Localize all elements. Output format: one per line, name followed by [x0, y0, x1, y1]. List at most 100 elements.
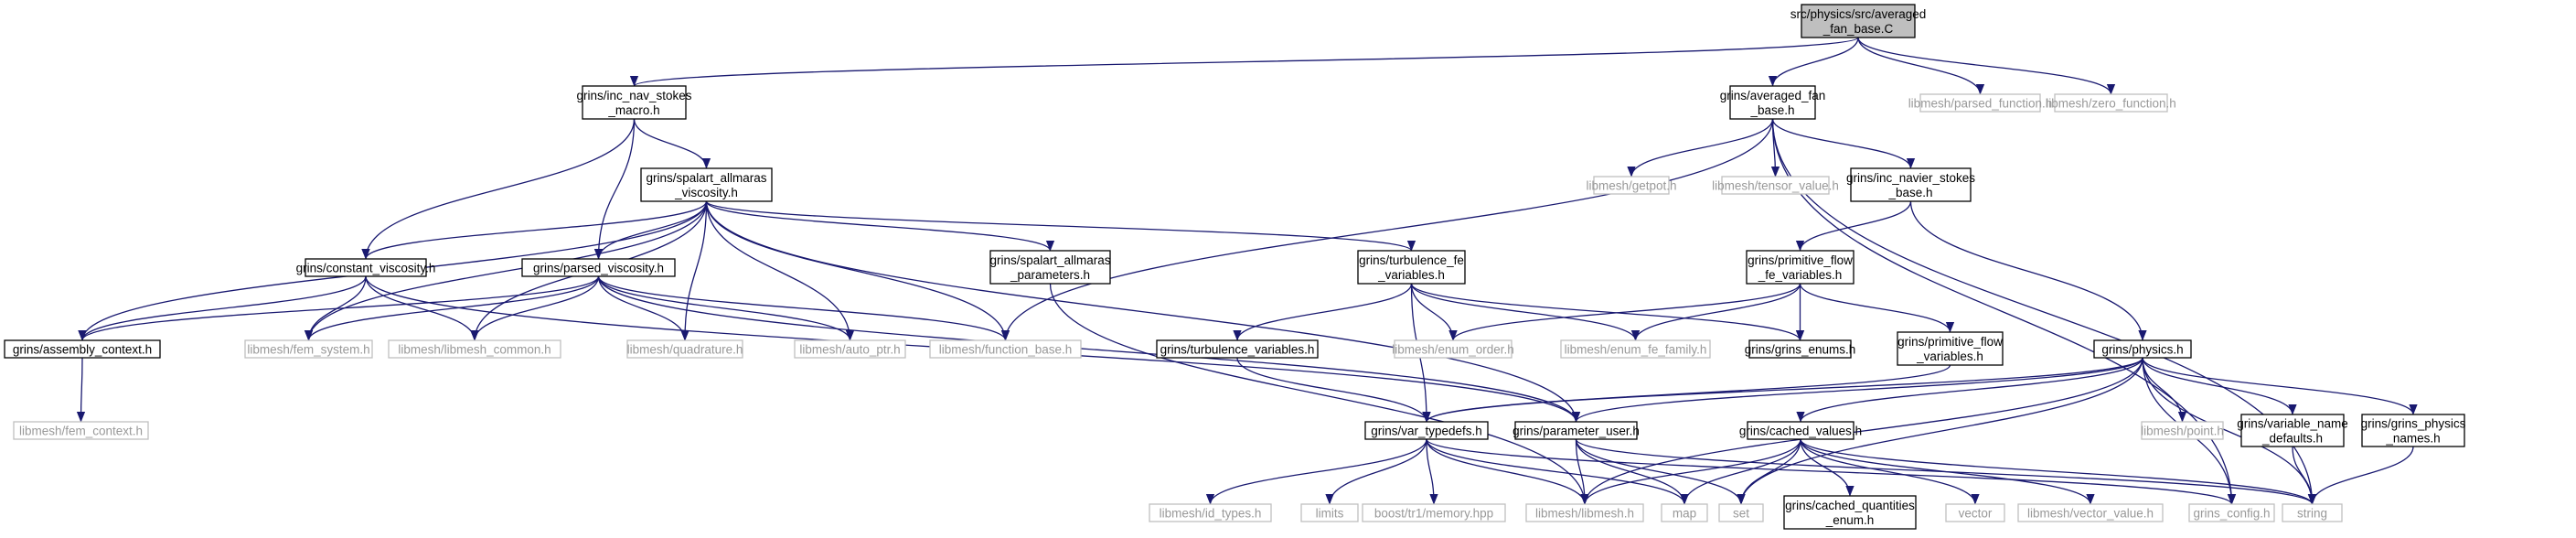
- edge-parsed_viscosity-to-auto_ptr: [597, 275, 855, 341]
- node-label: libmesh/id_types.h: [1160, 507, 1262, 521]
- node-parsed-viscosity[interactable]: grins/parsed_viscosity.h: [521, 258, 676, 277]
- edge-spalart_allmaras_parameters-to-libmesh: [1049, 283, 1589, 505]
- node-label: limits: [1316, 507, 1344, 521]
- edge-primitive_flow_fe_variables-to-primitive_flow_variables: [1799, 283, 1955, 333]
- edge-root-to-inc_nav_stokes_macro: [630, 37, 1859, 87]
- node-label: libmesh/libmesh_common.h: [398, 343, 550, 357]
- node-label: _enum.h: [1825, 513, 1875, 527]
- node-grins-enums[interactable]: grins/grins_enums.h: [1745, 339, 1856, 359]
- node-inc-navier-stokes-base[interactable]: grins/inc_navier_stokes_base.h: [1846, 167, 1975, 202]
- node-point: libmesh/point.h: [2141, 421, 2224, 440]
- edge-constant_viscosity-to-assembly_context: [78, 275, 367, 341]
- node-label: grins/primitive_flow: [1748, 253, 1853, 267]
- node-variable-name-defaults[interactable]: grins/variable_name_defaults.h: [2237, 414, 2348, 447]
- node-box: [989, 250, 1111, 285]
- edge-assembly_context-to-fem_context: [76, 357, 86, 423]
- node-box: [1560, 339, 1711, 359]
- node-label: grins/parameter_user.h: [1512, 425, 1640, 438]
- node-spalart-allmaras-viscosity[interactable]: grins/spalart_allmaras_viscosity.h: [640, 167, 773, 202]
- edge-cached_values-to-cached_quantities_enum: [1800, 438, 1855, 497]
- node-primitive-flow-variables[interactable]: grins/primitive_flow_variables.h: [1897, 331, 2004, 366]
- node-label: grins/spalart_allmaras: [646, 171, 766, 185]
- node-box: [4, 339, 161, 359]
- node-constant-viscosity[interactable]: grins/constant_viscosity.h: [296, 258, 436, 277]
- node-label: grins/grins_physics: [2361, 417, 2466, 431]
- node-box: [2141, 421, 2224, 440]
- node-box: [1801, 4, 1916, 38]
- node-physics[interactable]: grins/physics.h: [2093, 339, 2192, 359]
- edge-var_typedefs-to-memory_hpp: [1426, 438, 1438, 505]
- edge-turbulence_variables-to-var_typedefs: [1236, 357, 1431, 423]
- node-label: libmesh/enum_order.h: [1392, 343, 1514, 357]
- node-box: [1729, 85, 1816, 120]
- node-averaged-fan-base[interactable]: grins/averaged_fan_base.h: [1720, 85, 1826, 120]
- edge-parsed_viscosity-to-assembly_context: [78, 275, 600, 341]
- node-label: _base.h: [1749, 103, 1794, 117]
- node-layer: src/physics/src/averaged_fan_base.Cgrins…: [4, 4, 2466, 530]
- edge-spalart_allmaras_viscosity-to-parameter_user: [705, 200, 1581, 423]
- node-cached-quantities-enum[interactable]: grins/cached_quantities_enum.h: [1783, 495, 1917, 530]
- edge-turbulence_fe_variables-to-enum_fe_family: [1410, 283, 1641, 341]
- node-assembly-context[interactable]: grins/assembly_context.h: [4, 339, 161, 359]
- node-box: [1721, 176, 1830, 195]
- edge-inc_nav_stokes_macro-to-spalart_allmaras_viscosity: [633, 118, 711, 169]
- node-label: libmesh/vector_value.h: [2027, 507, 2154, 521]
- node-var-typedefs[interactable]: grins/var_typedefs.h: [1364, 421, 1489, 440]
- node-box: [2282, 503, 2343, 522]
- node-label: _defaults.h: [2261, 432, 2323, 446]
- node-label: libmesh/point.h: [2141, 425, 2224, 438]
- node-box: [2054, 93, 2168, 113]
- edge-averaged_fan_base-to-getpot: [1627, 118, 1774, 178]
- node-vector-value: libmesh/vector_value.h: [2017, 503, 2164, 522]
- node-label: grins/cached_values.h: [1739, 425, 1862, 438]
- node-box: [1746, 250, 1855, 285]
- node-box: [2188, 503, 2275, 522]
- edge-root-to-averaged_fan_base: [1768, 37, 1859, 87]
- node-box: [626, 339, 743, 359]
- edge-physics-to-string: [2142, 357, 2317, 505]
- node-cached-values[interactable]: grins/cached_values.h: [1739, 421, 1862, 440]
- node-box: [1850, 167, 1972, 202]
- edge-cached_values-to-vector_value: [1800, 438, 2095, 505]
- edge-parsed_viscosity-to-parameter_user: [597, 275, 1581, 423]
- node-label: grins/assembly_context.h: [13, 343, 152, 357]
- edge-parsed_viscosity-to-function_base: [597, 275, 1010, 341]
- node-label: _macro.h: [607, 103, 659, 117]
- node-grins-config: grins_config.h: [2188, 503, 2275, 522]
- node-label: grins/turbulence_variables.h: [1160, 343, 1315, 357]
- node-box: [305, 258, 427, 277]
- node-enum-order: libmesh/enum_order.h: [1392, 339, 1514, 359]
- edge-physics-to-variable_name_defaults: [2142, 357, 2297, 415]
- node-root[interactable]: src/physics/src/averaged_fan_base.C: [1790, 4, 1927, 38]
- edge-parsed_viscosity-to-libmesh_common: [470, 275, 600, 341]
- edge-spalart_allmaras_viscosity-to-spalart_allmaras_parameters: [705, 200, 1055, 252]
- node-inc-nav-stokes-macro[interactable]: grins/inc_nav_stokes_macro.h: [576, 85, 692, 120]
- node-box: [2093, 339, 2192, 359]
- node-zero-function: libmesh/zero_function.h: [2046, 93, 2176, 113]
- edge-turbulence_fe_variables-to-turbulence_variables: [1233, 283, 1413, 341]
- node-label: map: [1673, 507, 1696, 521]
- node-turbulence-fe-variables[interactable]: grins/turbulence_fe_variables.h: [1357, 250, 1466, 285]
- node-turbulence-variables[interactable]: grins/turbulence_variables.h: [1156, 339, 1319, 359]
- node-label: libmesh/fem_system.h: [247, 343, 369, 357]
- edge-inc_navier_stokes_base-to-physics: [1909, 200, 2147, 341]
- node-parameter-user[interactable]: grins/parameter_user.h: [1512, 421, 1640, 440]
- edge-physics-to-set: [1737, 357, 2143, 505]
- node-box: [1661, 503, 1708, 522]
- node-label: libmesh/getpot.h: [1586, 179, 1676, 193]
- node-grins-physics-names[interactable]: grins/grins_physics_names.h: [2361, 414, 2466, 447]
- node-map: map: [1661, 503, 1708, 522]
- node-box: [2017, 503, 2164, 522]
- node-box: [1783, 495, 1917, 530]
- node-limits: limits: [1300, 503, 1359, 522]
- edge-cached_values-to-string: [1800, 438, 2317, 505]
- node-label: libmesh/function_base.h: [939, 343, 1073, 357]
- node-primitive-flow-fe-variables[interactable]: grins/primitive_flow_fe_variables.h: [1746, 250, 1855, 285]
- node-box: [582, 85, 687, 120]
- edge-root-to-parsed_function: [1857, 37, 1985, 95]
- node-label: src/physics/src/averaged: [1790, 7, 1927, 21]
- node-box: [521, 258, 676, 277]
- node-memory-hpp: boost/tr1/memory.hpp: [1362, 503, 1506, 522]
- node-spalart-allmaras-parameters[interactable]: grins/spalart_allmaras_parameters.h: [989, 250, 1111, 285]
